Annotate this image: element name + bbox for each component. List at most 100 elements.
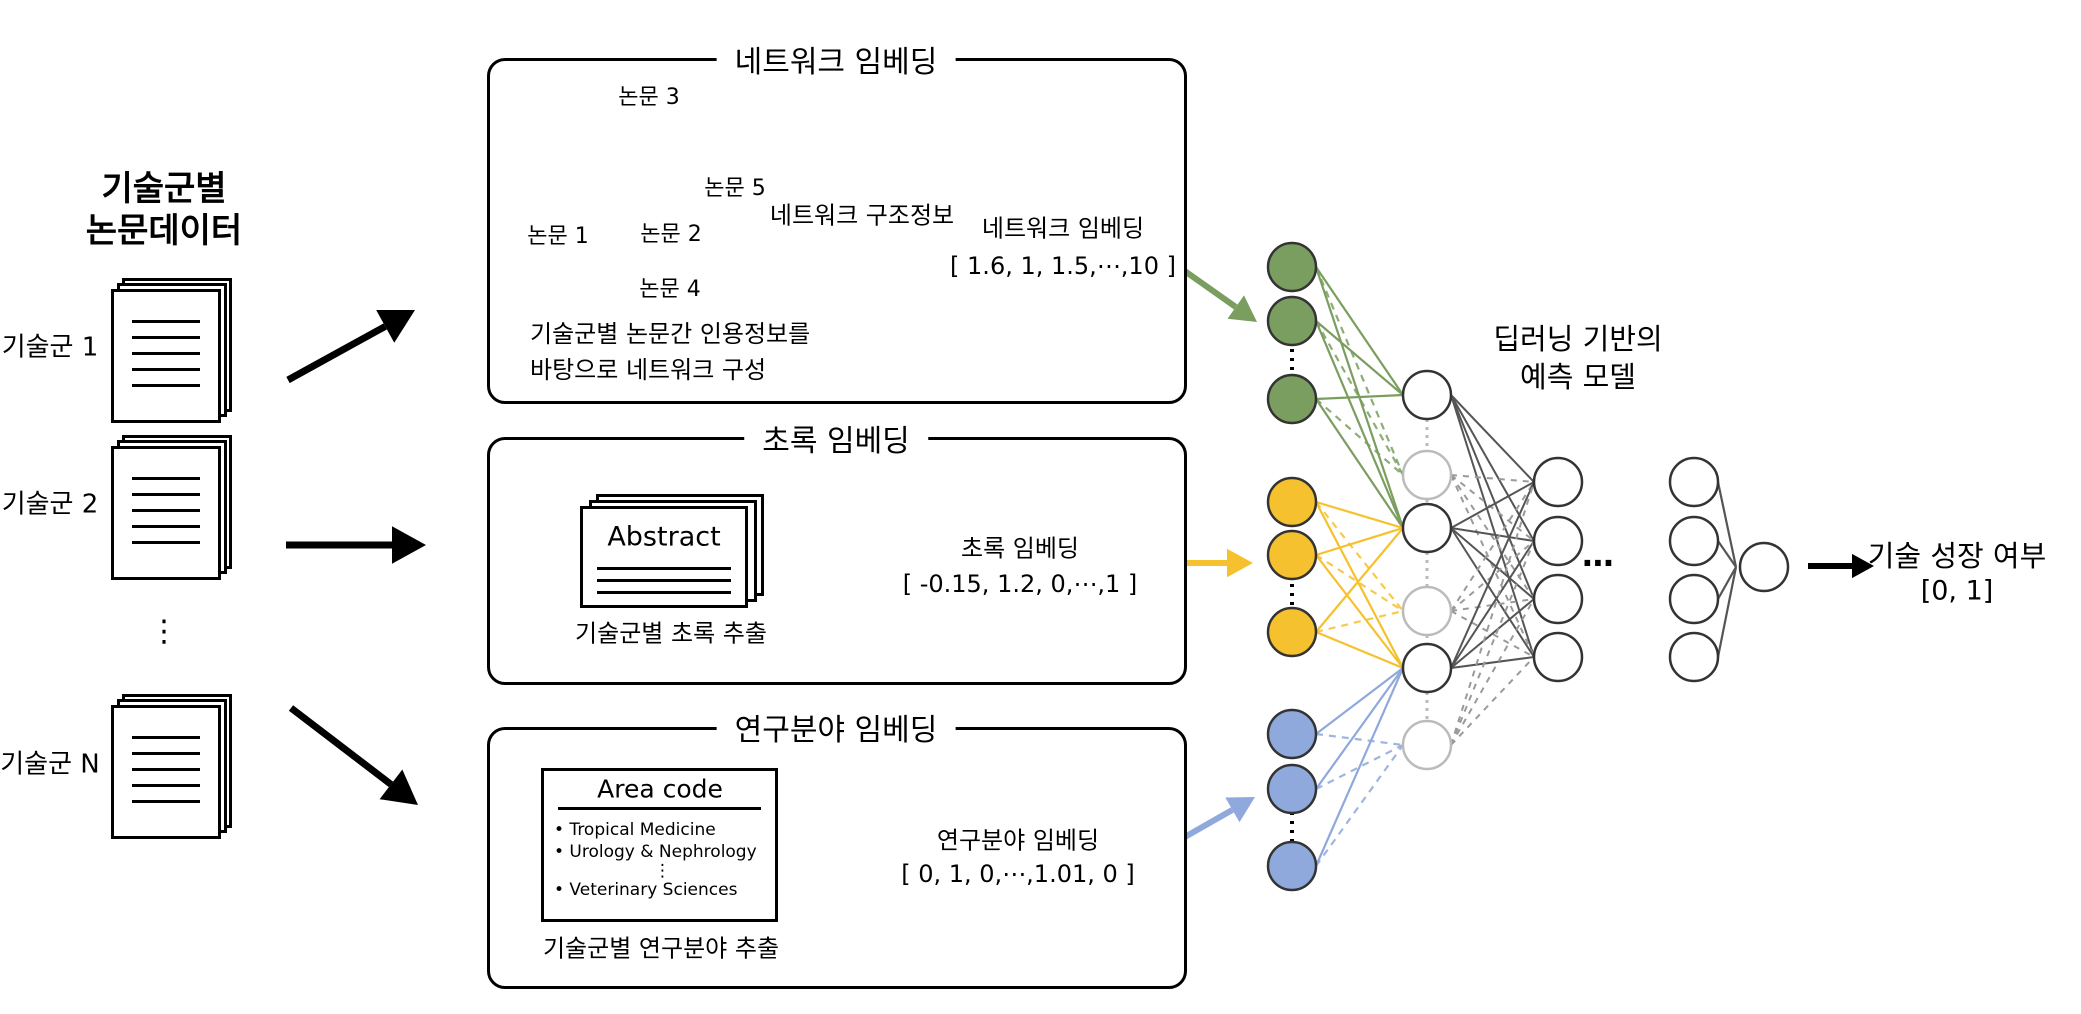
area-code-card-title: Area code bbox=[597, 774, 723, 804]
output-label: 기술 성장 여부 bbox=[1867, 539, 2047, 573]
area-panel-title: 연구분야 임베딩 bbox=[716, 705, 956, 749]
hidden-edge bbox=[1450, 394, 1535, 600]
input-to-hidden-edge bbox=[1314, 266, 1405, 476]
hidden-edge bbox=[1450, 527, 1535, 542]
area-code-item: • Veterinary Sciences bbox=[554, 880, 738, 900]
network-embedding-panel bbox=[487, 58, 1187, 404]
input-to-hidden-edge bbox=[1315, 501, 1404, 612]
area-caption: 기술군별 연구분야 추출 bbox=[542, 934, 780, 963]
area-embedding-arrow-head bbox=[1225, 797, 1255, 823]
input-node bbox=[1266, 295, 1318, 347]
arrow-to-network-panel-head bbox=[376, 310, 415, 343]
abstract-embedding-arrow-head bbox=[1227, 548, 1253, 578]
hidden-node bbox=[1668, 631, 1720, 683]
input-to-hidden-edge bbox=[1314, 667, 1405, 867]
input-node bbox=[1266, 476, 1318, 528]
input-to-hidden-edge bbox=[1315, 554, 1404, 612]
input-to-hidden-edge bbox=[1315, 744, 1404, 790]
group-label-1: 기술군 1 bbox=[1, 332, 99, 363]
hidden-edge bbox=[1450, 481, 1535, 669]
model-title-line-2: 예측 모델 bbox=[1520, 360, 1636, 394]
network-embedding-label: 네트워크 임베딩 bbox=[981, 214, 1145, 243]
doc-icon bbox=[111, 446, 221, 580]
hidden-edge bbox=[1450, 474, 1535, 542]
input-to-hidden-edge bbox=[1315, 501, 1404, 669]
hidden-edge bbox=[1450, 394, 1535, 483]
arrow-to-network-panel bbox=[286, 323, 387, 384]
hidden-node bbox=[1401, 719, 1453, 771]
model-title-line-1: 딥러닝 기반의 bbox=[1493, 322, 1663, 356]
hidden-node bbox=[1532, 456, 1584, 508]
node-label-paper-3: 논문 3 bbox=[618, 85, 680, 110]
source-title-line-1: 기술군별 bbox=[101, 169, 227, 209]
input-node bbox=[1266, 763, 1318, 815]
input-to-hidden-edge bbox=[1315, 526, 1404, 557]
input-to-hidden-edge bbox=[1315, 393, 1404, 401]
network-caption: 기술군별 논문간 인용정보를 바탕으로 네트워크 구성 bbox=[530, 316, 810, 388]
hidden-layers-ellipsis: ⋯ bbox=[1582, 544, 1614, 582]
network-embedding-arrow-head bbox=[1227, 295, 1257, 322]
hidden-node bbox=[1532, 631, 1584, 683]
input-to-hidden-edge bbox=[1314, 320, 1405, 529]
node-label-paper-2: 논문 2 bbox=[640, 222, 702, 247]
input-to-hidden-edge bbox=[1315, 667, 1404, 735]
network-panel-title: 네트워크 임베딩 bbox=[716, 37, 956, 81]
abstract-caption: 기술군별 초록 추출 bbox=[575, 619, 767, 648]
input-node bbox=[1266, 529, 1318, 581]
area-embedding-label: 연구분야 임베딩 bbox=[936, 826, 1100, 855]
hidden-to-output-edge bbox=[1716, 566, 1738, 658]
input-node bbox=[1266, 373, 1318, 425]
node-label-paper-1: 논문 1 bbox=[527, 224, 589, 249]
hidden-node bbox=[1668, 573, 1720, 625]
group-label-2: 기술군 2 bbox=[1, 489, 99, 520]
hidden-node bbox=[1668, 456, 1720, 508]
hidden-node bbox=[1532, 515, 1584, 567]
hidden-node bbox=[1401, 585, 1453, 637]
network-caption-line-1: 기술군별 논문간 인용정보를 bbox=[530, 320, 811, 348]
area-code-card: Area code • Tropical Medicine • Urology … bbox=[541, 768, 778, 922]
hidden-to-output-edge bbox=[1716, 481, 1738, 568]
hidden-to-output-edge bbox=[1717, 540, 1737, 568]
hidden-edge bbox=[1450, 474, 1535, 658]
input-to-hidden-edge bbox=[1315, 732, 1404, 747]
group-ellipsis: ⋮ bbox=[149, 614, 179, 649]
hidden-edge bbox=[1450, 527, 1535, 658]
output-node bbox=[1738, 541, 1790, 593]
input-to-hidden-edge bbox=[1315, 500, 1404, 530]
area-code-list: • Tropical Medicine • Urology & Nephrolo… bbox=[554, 819, 757, 901]
hidden-edge bbox=[1450, 474, 1535, 600]
arrow-to-abstract-panel-head bbox=[392, 526, 426, 564]
arrow-to-area-panel-head bbox=[379, 769, 418, 805]
hidden-edge bbox=[1450, 474, 1535, 483]
arrow-to-area-panel bbox=[288, 705, 394, 788]
input-to-hidden-edge bbox=[1315, 320, 1404, 476]
hidden-node bbox=[1401, 502, 1453, 554]
network-caption-line-2: 바탕으로 네트워크 구성 bbox=[530, 356, 767, 384]
area-code-ellipsis: ⋮ bbox=[654, 861, 671, 881]
abstract-embedding-label: 초록 임베딩 bbox=[960, 534, 1080, 563]
abstract-panel-title: 초록 임베딩 bbox=[744, 416, 928, 460]
hidden-edge bbox=[1450, 481, 1535, 612]
input-to-hidden-edge bbox=[1315, 398, 1404, 529]
hidden-edge bbox=[1450, 540, 1535, 669]
input-to-hidden-edge bbox=[1315, 266, 1404, 396]
input-to-hidden-edge bbox=[1315, 630, 1404, 670]
hidden-edge bbox=[1450, 527, 1535, 600]
network-arrow-label: 네트워크 구조정보 bbox=[769, 201, 955, 230]
hidden-edge bbox=[1450, 540, 1535, 746]
hidden-edge bbox=[1450, 598, 1535, 669]
node-label-paper-5: 논문 5 bbox=[704, 176, 766, 201]
abstract-embedding-vector: [ -0.15, 1.2, 0,⋯,1 ] bbox=[902, 570, 1138, 598]
hidden-edge bbox=[1450, 656, 1535, 669]
node-label-paper-4: 논문 4 bbox=[639, 277, 701, 302]
input-to-hidden-edge bbox=[1315, 320, 1404, 396]
output-range: [0, 1] bbox=[1920, 575, 1994, 607]
input-to-hidden-edge bbox=[1315, 554, 1404, 669]
input-to-hidden-edge bbox=[1315, 527, 1404, 633]
hidden-edge bbox=[1450, 394, 1535, 542]
abstract-card-title: Abstract bbox=[607, 521, 721, 553]
area-code-item: • Urology & Nephrology bbox=[554, 842, 757, 862]
area-embedding-vector: [ 0, 1, 0,⋯,1.01, 0 ] bbox=[901, 860, 1135, 888]
hidden-node bbox=[1532, 573, 1584, 625]
hidden-edge bbox=[1450, 481, 1535, 529]
